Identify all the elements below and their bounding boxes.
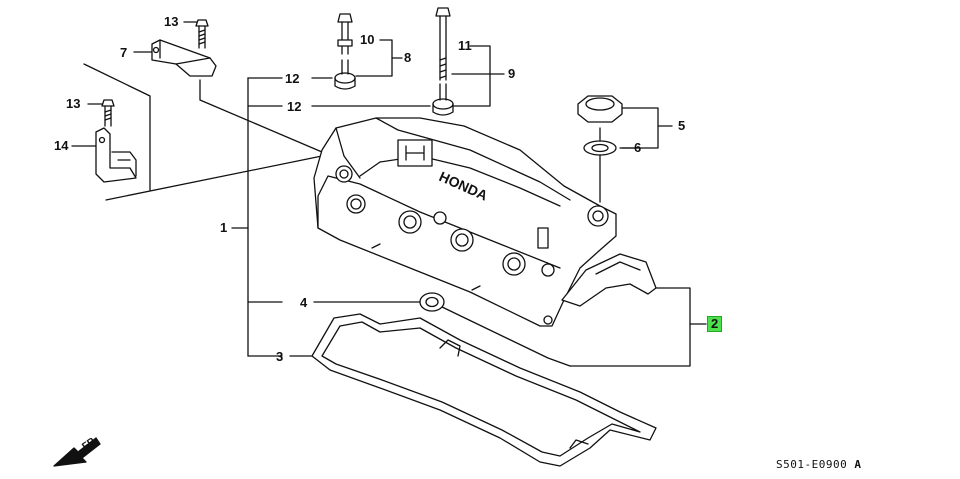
spark-plug-seal xyxy=(419,292,445,312)
callout-13-upper: 13 xyxy=(164,14,179,29)
head-cover-gasket xyxy=(311,313,657,467)
callout-9: 9 xyxy=(508,66,516,81)
callout-1: 1 xyxy=(220,220,228,235)
diagram-code-number: S501-E0900 xyxy=(776,458,848,471)
grommet-12-lower xyxy=(432,83,454,116)
callout-13-lower: 13 xyxy=(66,96,81,111)
bracket-7 xyxy=(151,39,217,77)
diagram-code-suffix: A xyxy=(854,458,862,471)
callout-10: 10 xyxy=(360,32,375,47)
callout-5: 5 xyxy=(678,118,686,133)
callout-12-lower: 12 xyxy=(287,99,302,114)
leader-lines xyxy=(71,21,707,367)
bolt-10 xyxy=(337,13,353,55)
callout-11: 11 xyxy=(458,38,472,53)
front-arrow-icon xyxy=(53,437,101,467)
grommet-12-upper xyxy=(334,59,356,90)
callout-6: 6 xyxy=(634,140,642,155)
callout-2-highlighted[interactable]: 2 xyxy=(707,316,723,332)
diagram-code: S501-E0900 A xyxy=(776,458,861,471)
bolt-11 xyxy=(435,7,451,81)
callout-4: 4 xyxy=(300,295,308,310)
cylinder-head-cover xyxy=(313,117,617,327)
bracket-14 xyxy=(95,127,137,183)
callout-14: 14 xyxy=(54,138,69,153)
callout-7: 7 xyxy=(120,45,128,60)
cover-2 xyxy=(561,253,657,307)
callout-3: 3 xyxy=(276,349,284,364)
filler-cap-seal xyxy=(583,140,617,156)
callout-8: 8 xyxy=(404,50,412,65)
bolt-13-lower xyxy=(101,99,115,127)
harness-lines xyxy=(83,63,151,191)
oil-filler-cap xyxy=(577,95,623,203)
callout-12-upper: 12 xyxy=(285,71,300,86)
bolt-13-upper xyxy=(195,19,209,49)
